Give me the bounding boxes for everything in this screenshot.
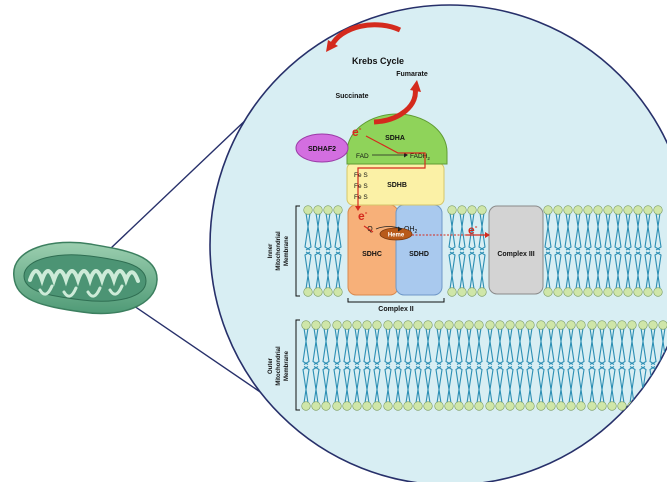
svg-text:Mitochondrial: Mitochondrial [276, 346, 282, 386]
lipid [643, 205, 653, 297]
electron-label-2: e- [358, 208, 368, 223]
lipid [617, 320, 627, 411]
heme-group [379, 227, 413, 241]
sdha-label: SDHA [385, 135, 405, 142]
succinate-label: Succinate [335, 93, 368, 100]
fumarate-label: Fumarate [396, 71, 428, 78]
lipid [342, 320, 352, 411]
lipid [393, 320, 403, 411]
outer-membrane-bracket [295, 319, 300, 411]
lipid [303, 205, 313, 297]
complex-iii-label: Complex III [497, 251, 534, 258]
lipid [323, 205, 333, 297]
lipid [603, 205, 613, 297]
lipid [444, 320, 454, 411]
lipid [447, 205, 457, 297]
svg-text:Membrane: Membrane [284, 235, 290, 266]
lipid [553, 205, 563, 297]
lipid [593, 205, 603, 297]
sdhc-protein [347, 204, 399, 296]
lipid [653, 205, 663, 297]
electron-label-1: e- [352, 124, 362, 139]
lipid [623, 205, 633, 297]
lipid [597, 320, 607, 411]
lipid [474, 320, 484, 411]
sdhc-label: SDHC [362, 251, 382, 258]
fes-cluster-3: Fe S [354, 194, 368, 201]
complex-ii-label: Complex II [378, 306, 413, 313]
fadh2-label: FADH2 [410, 153, 430, 161]
krebs-cycle-arrows [326, 22, 421, 125]
lipid [633, 205, 643, 297]
lipid [607, 320, 617, 411]
lipid [464, 320, 474, 411]
fes-cluster-1: Fe S [354, 172, 368, 179]
lipid [505, 320, 515, 411]
sdhd-label: SDHD [409, 251, 429, 258]
outer-membrane-label: Outer Mitochondrial Membrane [268, 346, 290, 386]
krebs-cycle-title: Krebs Cycle [352, 56, 404, 66]
lipid [563, 205, 573, 297]
heme-label: Heme [388, 233, 405, 239]
lipid [613, 205, 623, 297]
inner-membrane-bracket [295, 205, 300, 297]
lipid [546, 320, 556, 411]
fad-label: FAD [356, 153, 369, 160]
qh2-label: QH2 [404, 226, 418, 235]
lipid [556, 320, 566, 411]
lipid [383, 320, 393, 411]
lipid [434, 320, 444, 411]
sdhaf2-protein [295, 133, 349, 163]
lipid [467, 205, 477, 297]
lipid [576, 320, 586, 411]
lipid [485, 320, 495, 411]
svg-text:Inner: Inner [268, 243, 274, 258]
lipid [454, 320, 464, 411]
lipid [495, 320, 505, 411]
lipid [403, 320, 413, 411]
lipid [313, 205, 323, 297]
lipid [321, 320, 331, 411]
lipid [583, 205, 593, 297]
lipid [536, 320, 546, 411]
lipid [333, 205, 343, 297]
lipid [362, 320, 372, 411]
lipid [525, 320, 535, 411]
lipid [352, 320, 362, 411]
lipid [423, 320, 433, 411]
complex-iii-protein [488, 205, 544, 295]
inner-membrane-label: Inner Mitochondrial Membrane [268, 231, 290, 271]
lipid [301, 320, 311, 411]
complex-ii-bracket [347, 298, 445, 303]
lipid [587, 320, 597, 411]
electron-path [355, 135, 490, 238]
lipid [477, 205, 487, 297]
lipid [311, 320, 321, 411]
sdhaf2-label: SDHAF2 [308, 146, 336, 153]
lipid [543, 205, 553, 297]
lipid [457, 205, 467, 297]
lipid [515, 320, 525, 411]
lipid [372, 320, 382, 411]
lipid [573, 205, 583, 297]
zoom-line-top [89, 94, 273, 269]
svg-text:Membrane: Membrane [284, 350, 290, 381]
inner-membrane [303, 205, 663, 297]
lipid [413, 320, 423, 411]
sdhd-protein [395, 204, 443, 296]
svg-text:Mitochondrial: Mitochondrial [276, 231, 282, 271]
lipid [566, 320, 576, 411]
mitochondrion-icon [13, 241, 158, 315]
svg-text:Outer: Outer [268, 357, 274, 374]
electron-label-3: e- [468, 222, 478, 237]
lipid [332, 320, 342, 411]
sdhb-label: SDHB [387, 182, 407, 189]
fes-cluster-2: Fe S [354, 183, 368, 190]
